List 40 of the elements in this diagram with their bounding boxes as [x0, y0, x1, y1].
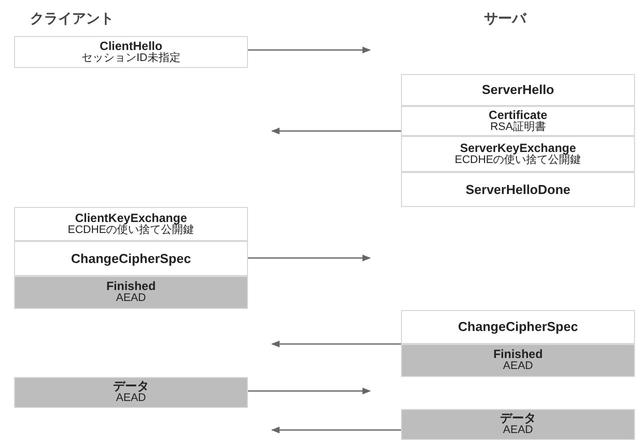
message-name: Finished [493, 348, 543, 362]
message-box [14, 207, 248, 241]
message-box [401, 409, 635, 440]
message-box [401, 172, 635, 207]
message-detail: AEAD [116, 293, 146, 305]
message-arrow [248, 388, 371, 394]
message-name: データ [500, 412, 536, 426]
message-box [14, 241, 248, 276]
message-detail: RSA証明書 [490, 122, 546, 134]
message-name: データ [113, 380, 149, 394]
message-detail: ECDHEの使い捨て公開鍵 [454, 154, 582, 166]
message-detail: AEAD [503, 425, 533, 437]
message-name: Finished [106, 280, 156, 294]
message-name: ClientKeyExchange [74, 212, 188, 225]
message-box [401, 344, 635, 377]
message-name: ServerHelloDone [466, 182, 570, 196]
message-detail: セッションID未指定 [82, 52, 180, 64]
message-name: ChangeCipherSpec [71, 252, 191, 266]
message-detail: AEAD [503, 361, 533, 373]
message-arrow [271, 128, 401, 134]
message-arrow [271, 340, 401, 348]
message-arrow [271, 426, 401, 434]
message-box [401, 106, 635, 136]
message-box [401, 310, 635, 344]
message-detail: ECDHEの使い捨て公開鍵 [68, 224, 194, 236]
message-name: ServerKeyExchange [460, 142, 576, 155]
message-name: ServerHello [482, 83, 554, 97]
message-box [14, 36, 248, 68]
message-arrow [248, 254, 371, 262]
message-detail: AEAD [116, 393, 146, 405]
message-box [14, 276, 248, 309]
message-box [14, 377, 248, 408]
message-name: Certificate [488, 108, 548, 122]
column-heading: クライアント [30, 10, 114, 28]
message-arrow [248, 46, 371, 54]
message-box [401, 136, 635, 172]
message-name: ChangeCipherSpec [458, 320, 578, 334]
message-name: ClientHello [100, 40, 162, 53]
column-heading: サーバ [484, 10, 526, 28]
message-box [401, 74, 635, 106]
